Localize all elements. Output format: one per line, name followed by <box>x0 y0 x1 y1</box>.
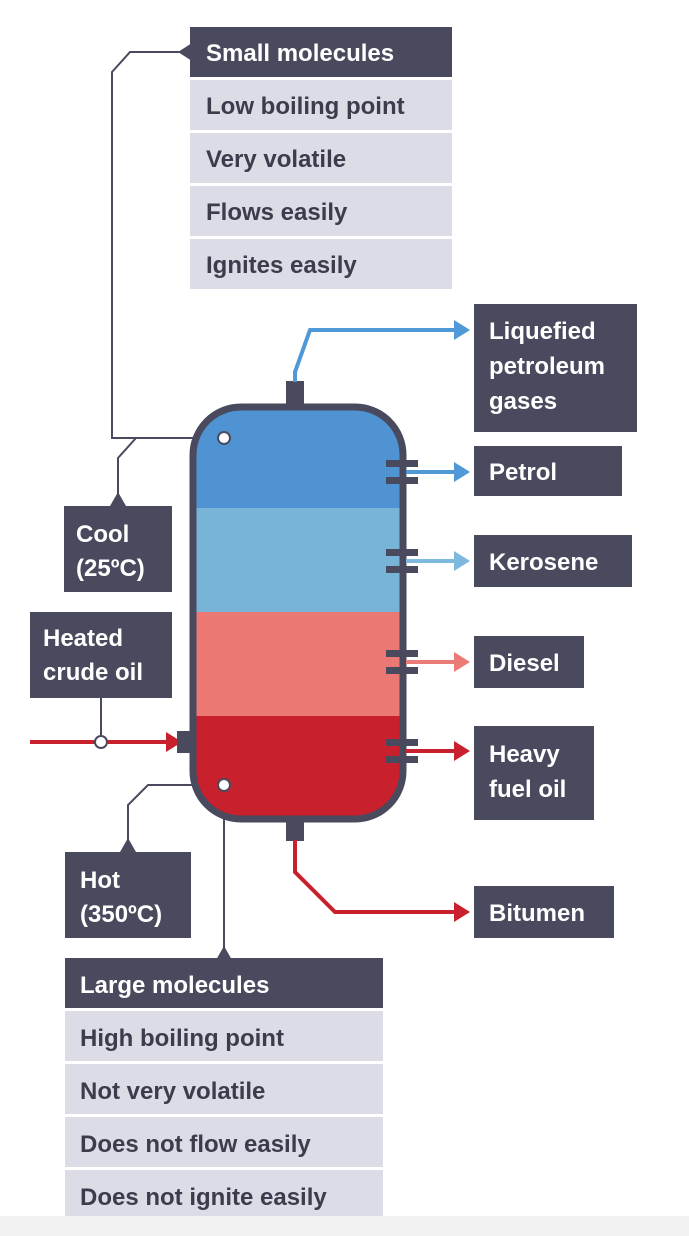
hot-connector <box>127 784 224 848</box>
svg-text:Kerosene: Kerosene <box>489 549 598 576</box>
large-molecules-pointer <box>216 946 232 960</box>
heavy-fuel-nozzle-lower <box>386 756 418 763</box>
kerosene-label: Kerosene <box>474 535 632 587</box>
bottom-sensor-dot <box>217 778 231 792</box>
large-molecules-header: Large molecules <box>80 972 269 999</box>
small-molecules-table: Small molecules Low boiling point Very v… <box>190 27 452 289</box>
small-molecules-header: Small molecules <box>206 40 394 67</box>
large-molecules-row: Does not flow easily <box>80 1131 311 1158</box>
kerosene-nozzle-lower <box>386 566 418 573</box>
lpg-label: Liquefied petroleum gases <box>474 304 637 432</box>
small-molecules-row: Very volatile <box>206 146 346 173</box>
small-molecules-row: Flows easily <box>206 199 348 226</box>
hot-label: Hot (350ºC) <box>65 852 191 938</box>
cool-connector <box>117 437 137 500</box>
small-molecules-connector <box>111 51 224 439</box>
svg-text:(350ºC): (350ºC) <box>80 901 162 928</box>
heated-crude-oil-label: Heated crude oil <box>30 612 172 698</box>
cool-label: Cool (25ºC) <box>64 506 172 592</box>
bottom-nozzle <box>286 819 304 841</box>
diesel-nozzle <box>386 650 418 657</box>
diesel-label: Diesel <box>474 636 584 688</box>
bitumen-label: Bitumen <box>474 886 614 938</box>
bitumen-output-line <box>293 840 458 914</box>
hot-pointer <box>120 838 136 852</box>
top-sensor-dot <box>217 431 231 445</box>
crude-oil-input-arrow <box>166 732 182 752</box>
svg-text:Bitumen: Bitumen <box>489 900 585 927</box>
heavy-fuel-nozzle <box>386 739 418 746</box>
large-molecules-row: Not very volatile <box>80 1078 265 1105</box>
pointer-triangles <box>110 43 232 960</box>
petrol-nozzle <box>386 460 418 467</box>
large-molecules-table: Large molecules High boiling point Not v… <box>65 958 383 1220</box>
svg-text:Cool: Cool <box>76 521 129 548</box>
cool-pointer <box>110 492 126 506</box>
fractionating-column <box>189 381 418 841</box>
svg-text:Hot: Hot <box>80 867 120 894</box>
kerosene-nozzle <box>386 549 418 556</box>
svg-text:Heavy: Heavy <box>489 741 560 768</box>
small-molecules-row: Low boiling point <box>206 93 405 120</box>
bottom-strip <box>0 1216 689 1236</box>
svg-text:petroleum: petroleum <box>489 353 605 380</box>
diesel-nozzle-lower <box>386 667 418 674</box>
crude-oil-input <box>30 731 195 753</box>
column-band-2 <box>193 508 403 612</box>
svg-text:fuel oil: fuel oil <box>489 776 566 803</box>
petrol-label: Petrol <box>474 446 622 496</box>
column-band-top <box>193 407 403 508</box>
large-molecules-row: Does not ignite easily <box>80 1184 327 1211</box>
lpg-output-line <box>293 328 458 382</box>
output-arrows <box>293 320 470 922</box>
top-nozzle <box>286 381 304 407</box>
svg-text:Petrol: Petrol <box>489 459 557 486</box>
svg-text:(25ºC): (25ºC) <box>76 555 145 582</box>
svg-text:Heated: Heated <box>43 625 123 652</box>
large-molecules-row: High boiling point <box>80 1025 284 1052</box>
svg-text:gases: gases <box>489 388 557 415</box>
column-band-bottom <box>193 716 403 819</box>
svg-text:crude oil: crude oil <box>43 659 143 686</box>
column-band-3 <box>193 612 403 716</box>
crude-oil-junction-dot <box>94 735 108 749</box>
svg-text:Liquefied: Liquefied <box>489 318 596 345</box>
svg-text:Diesel: Diesel <box>489 650 560 677</box>
heavy-fuel-oil-label: Heavy fuel oil <box>474 726 594 820</box>
small-molecules-pointer <box>178 43 192 61</box>
small-molecules-row: Ignites easily <box>206 252 357 279</box>
petrol-nozzle-lower <box>386 477 418 484</box>
